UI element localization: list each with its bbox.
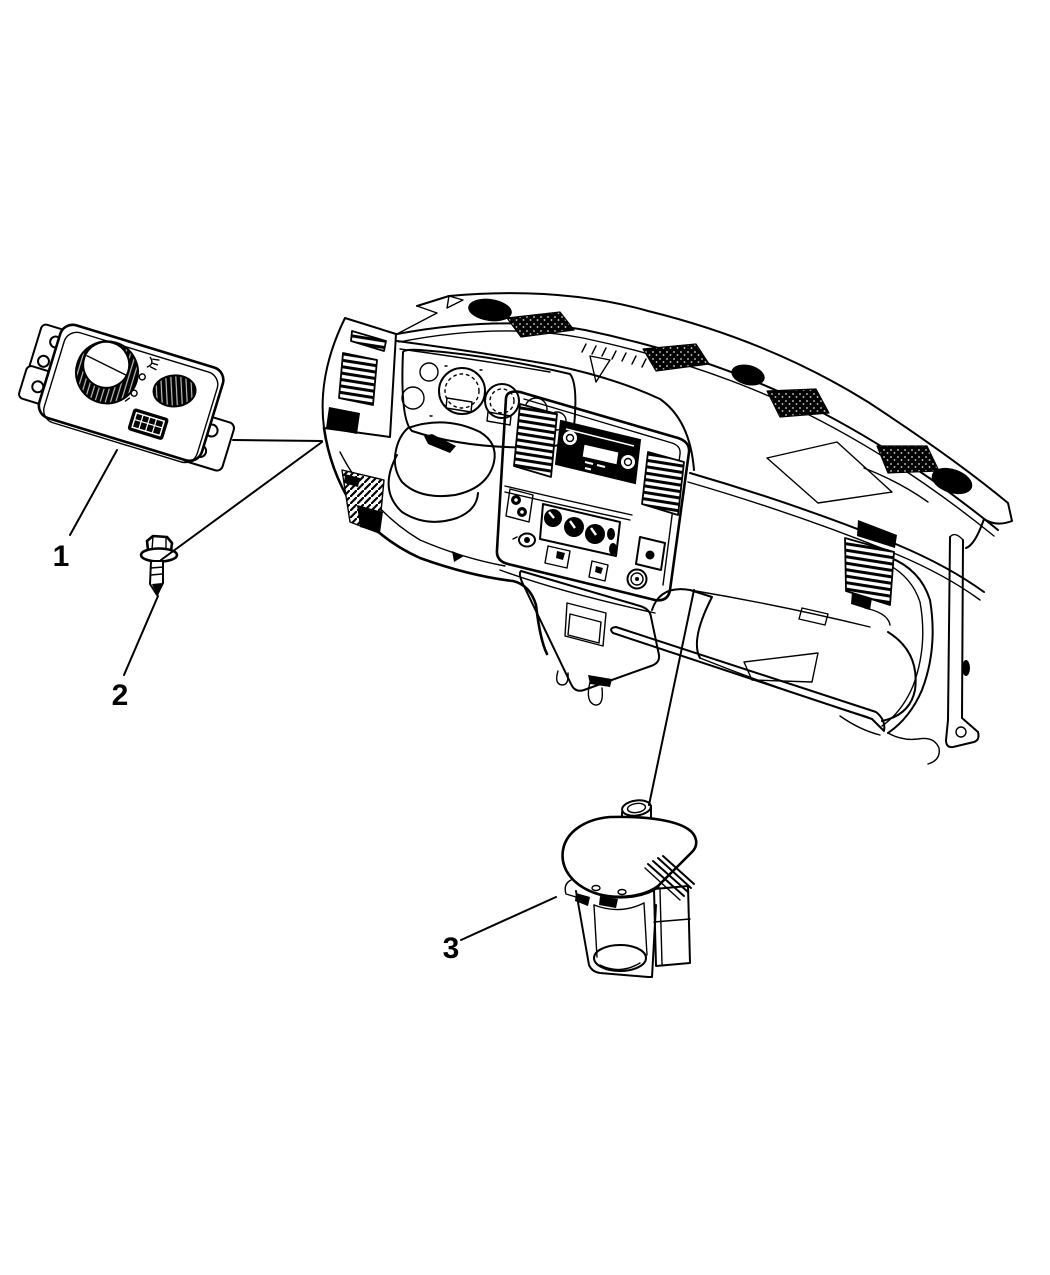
left-demister-vent — [338, 352, 378, 406]
callout-2-label: 2 — [112, 679, 129, 712]
dimmer-thumbwheel — [152, 374, 197, 408]
switch3-connector — [653, 885, 691, 967]
callout-1-label: 1 — [53, 540, 70, 573]
wiring-clips — [555, 670, 612, 706]
speaker-grille-right — [931, 467, 973, 495]
leader-line-1b — [232, 439, 323, 442]
plunger-switch-illustration — [561, 799, 698, 978]
dashboard-illustration — [321, 292, 1013, 765]
leader-line-2 — [123, 595, 159, 676]
glove-box-trim-strip — [610, 626, 886, 732]
center-vent-left — [513, 403, 558, 478]
defroster-vent-2 — [642, 343, 710, 372]
screw-illustration — [139, 534, 179, 596]
switch-connector — [127, 408, 169, 440]
power-outlet — [626, 568, 648, 590]
headlamp-icon — [124, 356, 160, 402]
switch-row — [544, 545, 609, 582]
defroster-vent-4 — [876, 445, 940, 474]
defroster-vent-1 — [506, 311, 575, 338]
speaker-grille-left — [468, 298, 512, 322]
headlamp-switch-illustration — [18, 323, 235, 472]
right-end-cap — [839, 467, 985, 765]
leader-line-3 — [460, 896, 557, 941]
speaker-grille-center — [731, 364, 765, 386]
headlamp-switch-location — [341, 469, 385, 534]
transfer-case-switch — [505, 488, 534, 523]
leader-line-1 — [69, 449, 118, 536]
leader-line-3b — [648, 589, 695, 806]
right-demister-vent — [844, 537, 895, 606]
leader-line-2b — [160, 441, 323, 561]
callout-3-label: 3 — [443, 932, 460, 965]
glove-box-opening — [651, 588, 917, 722]
wiper-stalk — [424, 434, 456, 453]
lower-storage-door — [518, 570, 661, 692]
hvac-controls — [539, 503, 621, 557]
dimmer-knob — [512, 532, 536, 548]
center-stack — [495, 390, 691, 614]
mounting-bracket — [945, 717, 980, 749]
defroster-vent-3 — [766, 388, 830, 418]
headlamp-rotary-knob — [75, 340, 140, 405]
airbag-door-seam — [766, 441, 893, 504]
radio — [554, 419, 642, 485]
steering-column — [387, 421, 496, 523]
accessory-switch — [635, 536, 666, 571]
leader-lines — [69, 439, 695, 941]
center-vent-right — [641, 451, 685, 516]
